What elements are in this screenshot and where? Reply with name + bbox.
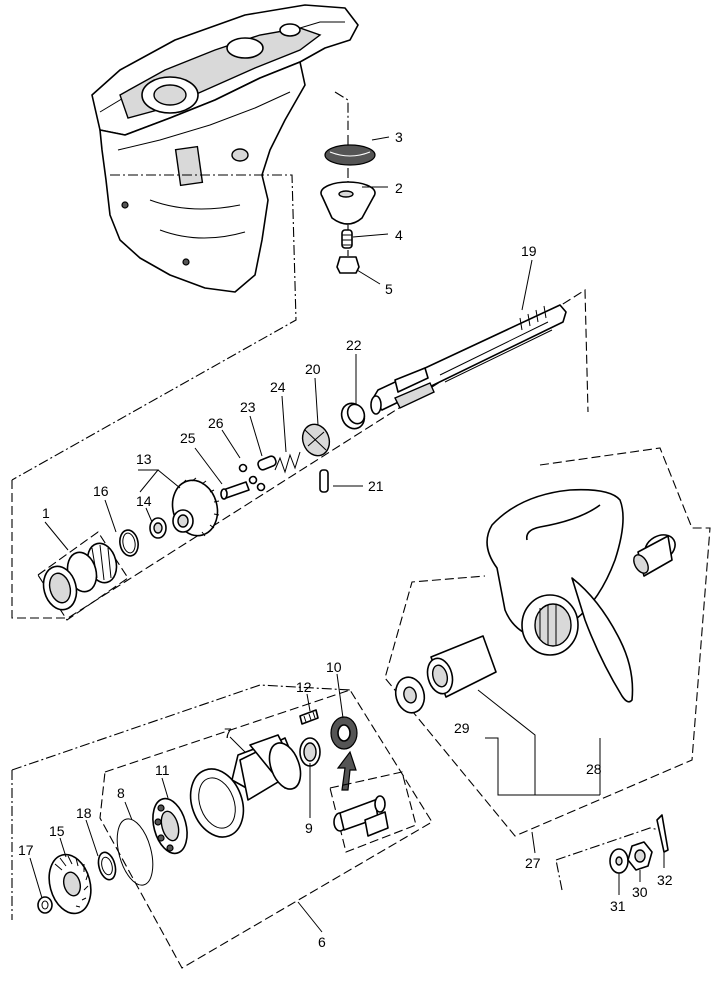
callout-14: 14 xyxy=(136,493,152,509)
lower-unit-enclosure xyxy=(11,684,351,920)
part-20-clutch xyxy=(301,423,331,457)
callout-22: 22 xyxy=(346,337,362,353)
install-arrow xyxy=(336,750,357,791)
part-5-nut xyxy=(336,256,360,274)
part-12-bolt xyxy=(299,709,319,725)
part-24-spring xyxy=(274,451,301,474)
callout-13: 13 xyxy=(136,451,152,467)
callout-15: 15 xyxy=(49,823,65,839)
part-4-screw xyxy=(341,229,353,249)
part-13-gear xyxy=(171,477,220,537)
part-3-gasket xyxy=(324,144,376,166)
callout-6: 6 xyxy=(318,934,326,950)
callout-3: 3 xyxy=(395,129,403,145)
callout-24: 24 xyxy=(270,379,286,395)
callout-31: 31 xyxy=(610,898,626,914)
part-11-bearing xyxy=(152,797,188,855)
callout-29: 29 xyxy=(454,720,470,736)
housing-enclosure-line xyxy=(11,174,297,481)
propeller-group-enclosure xyxy=(384,447,711,837)
gearcase-housing xyxy=(91,4,359,293)
callout-10: 10 xyxy=(326,659,342,675)
callout-7: 7 xyxy=(224,725,232,741)
part-26-balls xyxy=(238,463,266,492)
part-28-spline-hub xyxy=(633,534,676,577)
part-32-cotter-pin xyxy=(656,814,669,853)
callout-21: 21 xyxy=(368,478,384,494)
callout-17: 17 xyxy=(18,842,34,858)
propeller-bracket-lines xyxy=(477,689,601,796)
callout-9: 9 xyxy=(305,820,313,836)
callout-8: 8 xyxy=(117,785,125,801)
part-14-bearing xyxy=(149,517,167,539)
part-19-drive-shaft xyxy=(370,304,567,415)
callout-20: 20 xyxy=(305,361,321,377)
part-15-reverse-gear xyxy=(48,853,92,915)
callout-labels: 3 2 4 5 19 22 20 24 23 26 25 13 21 16 14… xyxy=(18,129,673,950)
part-30-nut xyxy=(627,841,653,871)
part-29-spacer xyxy=(394,635,497,714)
part-22-ring xyxy=(340,402,366,430)
driveshaft-group-enclosure xyxy=(11,289,589,619)
part-1-taper-bearing xyxy=(37,531,129,621)
part-7-bearing-housing xyxy=(189,734,302,838)
callout-32: 32 xyxy=(657,872,673,888)
callout-11: 11 xyxy=(155,762,170,778)
callout-18: 18 xyxy=(76,805,92,821)
callout-30: 30 xyxy=(632,884,648,900)
part-9-bushing xyxy=(299,737,321,767)
part-23-plunger xyxy=(257,455,277,471)
callout-25: 25 xyxy=(180,430,196,446)
part-31-washer xyxy=(609,848,629,874)
leader-lines xyxy=(29,136,665,933)
callout-28: 28 xyxy=(586,761,602,777)
special-tool-inset xyxy=(329,771,417,853)
part-16-shim xyxy=(119,529,139,557)
part-17-washer xyxy=(37,896,53,914)
callout-12: 12 xyxy=(296,679,312,695)
housing-connector-line xyxy=(334,91,349,130)
callout-1: 1 xyxy=(42,505,50,521)
callout-2: 2 xyxy=(395,180,403,196)
callout-5: 5 xyxy=(385,281,393,297)
part-21-pin xyxy=(319,469,329,493)
part-25-shift-rod xyxy=(220,481,250,500)
callout-26: 26 xyxy=(208,415,224,431)
callout-27: 27 xyxy=(525,855,541,871)
part-10-bearing xyxy=(330,716,358,750)
part-18-shim xyxy=(97,851,117,881)
part-8-o-ring xyxy=(116,818,154,886)
nut-group-line xyxy=(555,827,661,891)
part-28-propeller xyxy=(486,488,634,703)
callout-23: 23 xyxy=(240,399,256,415)
callout-19: 19 xyxy=(521,243,537,259)
callout-4: 4 xyxy=(395,227,403,243)
callout-16: 16 xyxy=(93,483,109,499)
part-2-cover xyxy=(320,181,376,225)
